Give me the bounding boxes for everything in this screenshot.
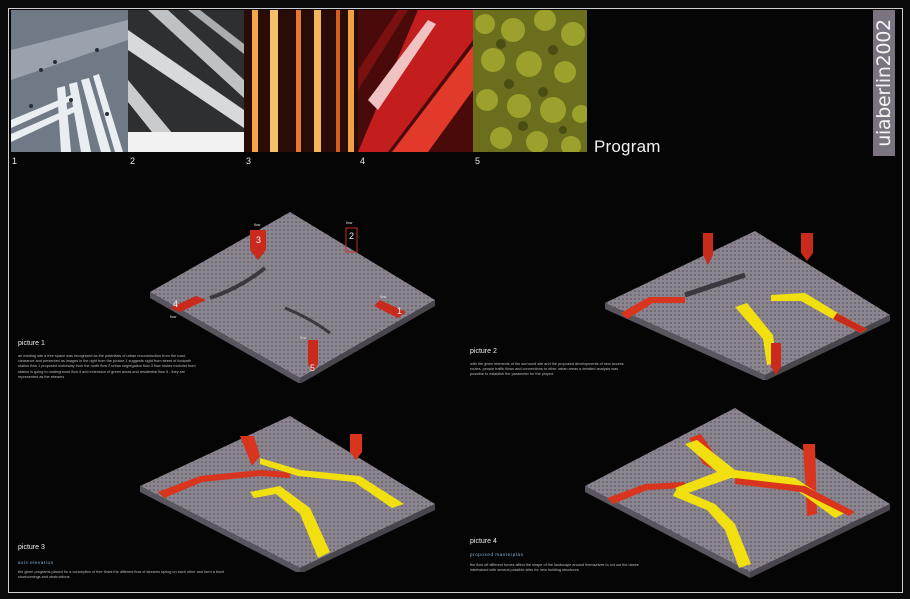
flow-label-5: 5 <box>310 363 315 373</box>
flow-band-red <box>158 470 290 498</box>
flow-label-3: 3 <box>256 235 261 245</box>
site-plan-3 <box>140 412 440 572</box>
picture-4-description: the flow off different forces affect the… <box>470 563 639 573</box>
photo-train <box>358 10 473 152</box>
picture-1-description: an existing site a free space was recogn… <box>18 354 196 379</box>
site-plan-1: 2 3 4 1 5 flow flow flow flow flow <box>150 208 440 383</box>
brand-text: uiaberlin2002 <box>873 19 895 147</box>
flow-caption-1: flow <box>380 295 387 299</box>
flow-caption-4: flow <box>170 315 177 319</box>
flow-arrow-main <box>735 303 777 365</box>
flow-arrow-4 <box>170 296 206 312</box>
flow-label-1: 1 <box>397 306 402 316</box>
photo-number-2: 2 <box>130 156 136 166</box>
flow-arrow-1 <box>374 300 406 318</box>
photo-number-5: 5 <box>475 156 481 166</box>
site-plan-2 <box>605 225 895 380</box>
photo-number-4: 4 <box>360 156 366 166</box>
site-plan-4 <box>585 404 895 579</box>
terrain-surface <box>585 408 890 572</box>
flow-marker-2 <box>345 227 358 253</box>
photo-number-1: 1 <box>12 156 18 166</box>
flow-band-yellow-2 <box>250 486 330 558</box>
flow-caption-2: flow <box>346 221 353 225</box>
flow-arrow-2 <box>801 233 813 261</box>
photo-highway <box>128 10 244 152</box>
brand-banner: uiaberlin2002 <box>873 10 895 156</box>
photo-number-3: 3 <box>246 156 252 166</box>
photo-crosswalk <box>11 10 128 152</box>
picture-3-label: picture 3 <box>18 544 45 551</box>
picture-4-label: picture 4 <box>470 538 497 545</box>
picture-4-subtitle: proposed masterplan <box>470 552 524 557</box>
flow-arrow-4 <box>621 297 685 319</box>
flow-arrow-3 <box>250 230 266 260</box>
flow-band-yellow-1 <box>675 440 847 518</box>
flow-band-red-3 <box>735 478 855 516</box>
picture-3-description: the given programs placed for a concepti… <box>18 570 225 580</box>
terrain-surface <box>605 231 890 375</box>
picture-2-description: with the given elements of the surround … <box>470 362 624 377</box>
flow-arrow-3 <box>703 233 713 265</box>
flow-band-red-1 <box>607 482 685 504</box>
program-title: Program <box>594 137 661 156</box>
flow-label-4: 4 <box>173 299 178 309</box>
picture-1-label: picture 1 <box>18 340 45 347</box>
photo-lights <box>244 10 358 152</box>
photo-forest <box>473 10 587 152</box>
flow-branch-3 <box>240 436 260 466</box>
flow-band-yellow-1 <box>260 458 404 508</box>
flow-band-yellow-2 <box>673 488 751 568</box>
picture-2-label: picture 2 <box>470 348 497 355</box>
flow-label-2: 2 <box>349 231 354 241</box>
flow-caption-3: flow <box>254 223 261 227</box>
flow-caption-5: flow <box>300 336 307 340</box>
flow-arrow-5 <box>771 343 781 375</box>
flow-arrow-5 <box>308 340 318 372</box>
picture-3-subtitle: axis elevation <box>18 560 54 565</box>
terrain-surface <box>150 212 435 378</box>
